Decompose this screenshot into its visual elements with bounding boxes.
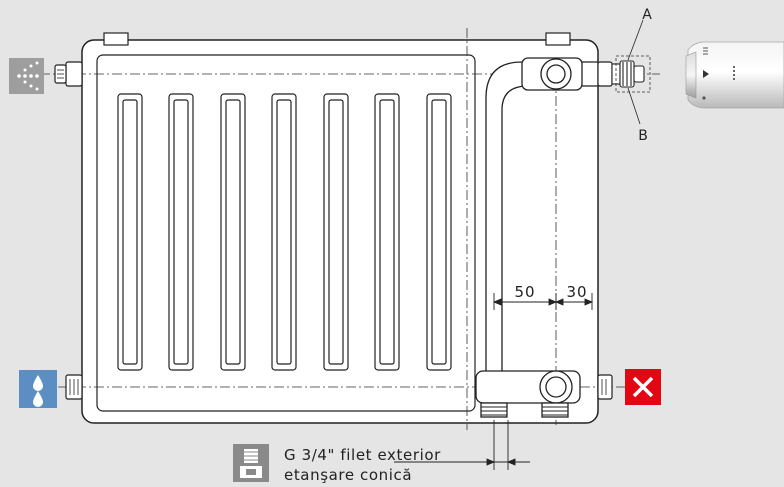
caption-thread-spec: G 3/4" filet exterior xyxy=(284,446,441,464)
slot xyxy=(168,93,194,371)
slot-inner xyxy=(225,99,241,365)
label-a: A xyxy=(642,7,652,23)
insert-detail-box xyxy=(615,55,651,93)
slot-inner xyxy=(431,99,447,365)
slot xyxy=(271,93,297,371)
slot-inner xyxy=(328,99,344,365)
thermostat-head xyxy=(685,41,784,109)
radiator-inner-panel xyxy=(96,54,476,412)
plug-threads xyxy=(57,69,607,395)
convector-slots xyxy=(117,93,452,371)
slot xyxy=(117,93,143,371)
slot-inner xyxy=(173,99,189,365)
threaded-fitting-icon xyxy=(233,444,269,482)
connection-dimension xyxy=(394,420,530,470)
air-vent-icon xyxy=(9,58,44,94)
plug-top-left xyxy=(65,61,83,87)
slot xyxy=(374,93,400,371)
slot-inner xyxy=(379,99,395,365)
slot-inner xyxy=(276,99,292,365)
dimension-30-label: 30 xyxy=(566,283,587,301)
closed-x-icon xyxy=(625,369,661,405)
caption-seal-type: etanşare conică xyxy=(284,466,412,484)
slot-inner xyxy=(122,99,138,365)
plug-bottom-right xyxy=(597,374,613,400)
radiator-outer xyxy=(81,39,599,424)
water-drain-icon xyxy=(19,370,57,408)
leader-b xyxy=(627,87,641,125)
dimension-lines xyxy=(492,293,594,310)
label-b: B xyxy=(638,128,648,144)
leader-a xyxy=(627,19,644,61)
valve-insert xyxy=(611,60,645,88)
slot xyxy=(426,93,452,371)
mounting-tab-left xyxy=(103,32,129,46)
dimension-50-label: 50 xyxy=(514,283,535,301)
plug-top-right xyxy=(597,61,613,87)
valve-pipe xyxy=(475,57,599,418)
slot xyxy=(323,93,349,371)
mounting-tab-right xyxy=(545,32,571,46)
thermostat-marker-icon xyxy=(703,70,709,78)
connection-threads xyxy=(481,406,568,416)
slot xyxy=(220,93,246,371)
